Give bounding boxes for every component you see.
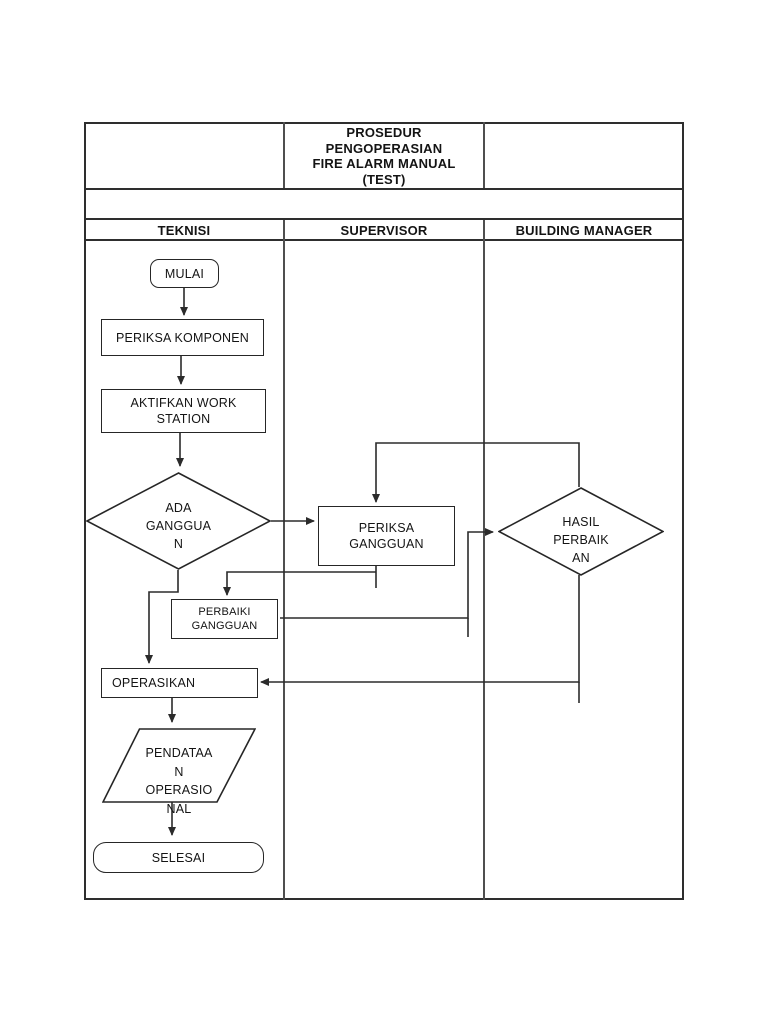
title-line: PENGOPERASIAN: [325, 140, 443, 156]
title-line: FIRE ALARM MANUAL: [312, 156, 456, 171]
data-parallelogram: [102, 728, 256, 803]
node-periksa-komponen: PERIKSA KOMPONEN: [101, 319, 264, 356]
node-line: NAL: [166, 801, 192, 816]
connector-ada-gangguan-to-operasikan: [145, 570, 179, 664]
lane-divider-1-title: [283, 122, 285, 188]
node-aktifkan-work-station: AKTIFKAN WORK STATION: [101, 389, 266, 433]
decision-diamond: [86, 472, 271, 570]
node-ada-gangguan: ADA GANGGUA N: [86, 472, 271, 570]
connector-perbaiki-to-hasil-perbaikan: [280, 528, 494, 619]
title-line: PROSEDUR: [346, 125, 422, 140]
lane-divider-2-title: [483, 122, 485, 188]
connector-hasil-perbaikan-to-periksa-gangguan: [372, 442, 580, 503]
node-line: AKTIFKAN WORK: [130, 396, 237, 410]
node-selesai: SELESAI: [93, 842, 264, 873]
node-line: PERBAIK: [553, 532, 609, 547]
connector-periksa-gangguan-to-perbaiki: [223, 571, 376, 596]
node-line: PERBAIKI: [198, 606, 251, 618]
node-line: N: [173, 537, 184, 551]
decision-diamond: [498, 487, 664, 576]
table-border-headerrow-top: [84, 218, 684, 220]
node-line: STATION: [156, 412, 211, 426]
table-border-bottom: [84, 898, 684, 900]
title-line: (TEST): [362, 171, 406, 187]
node-line: GANGGUAN: [349, 537, 424, 551]
node-line: PENDATAA: [145, 746, 213, 760]
node-perbaiki-gangguan: PERBAIKI GANGGUAN: [171, 599, 278, 639]
document-title: PROSEDUR PENGOPERASIAN FIRE ALARM MANUAL…: [284, 124, 484, 188]
table-border-right: [682, 122, 684, 900]
node-operasikan: OPERASIKAN: [101, 668, 258, 698]
node-line: ADA: [165, 501, 192, 515]
lane-divider-1: [283, 220, 285, 900]
node-periksa-gangguan: PERIKSA GANGGUAN: [318, 506, 455, 566]
node-line: GANGGUAN: [191, 620, 258, 632]
node-selesai-label: SELESAI: [151, 850, 206, 865]
node-line: OPERASIO: [145, 783, 213, 797]
node-line: GANGGUA: [145, 519, 212, 533]
table-border-title-bottom: [84, 188, 684, 190]
node-mulai: MULAI: [150, 259, 219, 288]
lane-divider-2: [483, 220, 485, 900]
node-line: PERIKSA: [358, 521, 415, 535]
table-border-headerrow-bottom: [84, 239, 684, 241]
node-mulai-label: MULAI: [164, 266, 205, 281]
node-line: HASIL: [562, 514, 600, 529]
node-pendataan-operasional: PENDATAA N OPERASIO NAL: [102, 728, 256, 816]
lane-header-supervisor: SUPERVISOR: [340, 222, 428, 238]
lane-header-building-manager: BUILDING MANAGER: [515, 222, 653, 238]
node-operasikan-label: OPERASIKAN: [112, 676, 196, 690]
node-line: AN: [572, 550, 590, 565]
node-periksa-komponen-label: PERIKSA KOMPONEN: [115, 330, 250, 345]
table-border-top: [84, 122, 684, 124]
table-border-left: [84, 122, 86, 900]
connector-hasil-perbaikan-to-operasikan: [260, 575, 580, 686]
lane-header-teknisi: TEKNISI: [157, 222, 211, 238]
node-hasil-perbaikan: HASIL PERBAIK AN: [498, 487, 664, 576]
node-line: N: [174, 764, 184, 779]
